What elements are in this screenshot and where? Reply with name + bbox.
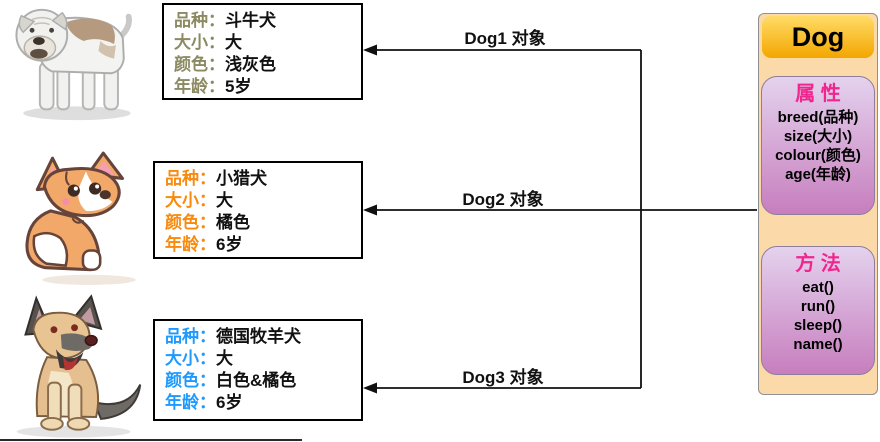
field-row: 颜色：浅灰色 <box>174 54 351 76</box>
dog3-object-box: 品种：德国牧羊犬 大小：大 颜色：白色&橘色 年龄：6岁 <box>153 319 363 421</box>
field-label: 颜色： <box>165 371 216 390</box>
bottom-border-line <box>0 439 302 441</box>
field-label: 颜色： <box>165 213 216 232</box>
bulldog-image <box>15 8 132 121</box>
field-value: 6岁 <box>216 235 243 254</box>
field-value: 6岁 <box>216 393 243 412</box>
attribute-item: breed(品种) <box>777 109 859 126</box>
field-separator: ： <box>208 55 225 74</box>
field-label: 年龄： <box>174 77 225 96</box>
method-item: sleep() <box>793 317 843 334</box>
field-label: 大小： <box>165 349 216 368</box>
field-separator: ： <box>208 77 225 96</box>
attribute-item: colour(颜色) <box>775 147 861 164</box>
field-value: 5岁 <box>225 77 252 96</box>
field-row: 颜色：橘色 <box>165 212 351 234</box>
field-row: 大小：大 <box>174 32 351 54</box>
field-separator: ： <box>199 393 216 412</box>
class-title: Dog <box>762 16 874 58</box>
methods-section: 方 法 eat() run() sleep() name() <box>761 246 875 375</box>
field-row: 年龄：6岁 <box>165 392 351 414</box>
field-separator: ： <box>199 191 216 210</box>
field-row: 品种：小猎犬 <box>165 168 351 190</box>
field-value: 大 <box>225 33 242 52</box>
dog2-arrow-label: Dog2 对象 <box>462 190 544 209</box>
attributes-section-title: 属 性 <box>795 83 841 105</box>
field-row: 大小：大 <box>165 348 351 370</box>
field-row: 年龄：6岁 <box>165 234 351 256</box>
field-value: 大 <box>216 349 233 368</box>
method-item: name() <box>793 336 843 353</box>
field-value: 橘色 <box>216 213 250 232</box>
field-value: 大 <box>216 191 233 210</box>
field-label: 大小： <box>174 33 225 52</box>
attribute-item: age(年龄) <box>785 166 851 183</box>
field-separator: ： <box>208 33 225 52</box>
attribute-item: size(大小) <box>783 128 853 145</box>
field-separator: ： <box>199 349 216 368</box>
field-separator: ： <box>199 235 216 254</box>
field-value: 白色&橘色 <box>216 371 297 390</box>
dog1-arrowhead <box>363 44 377 56</box>
field-row: 大小：大 <box>165 190 351 212</box>
dog1-object-box: 品种：斗牛犬 大小：大 颜色：浅灰色 年龄：5岁 <box>162 3 363 100</box>
method-item: eat() <box>802 279 834 296</box>
field-separator: ： <box>199 371 216 390</box>
method-item: run() <box>800 298 836 315</box>
field-value: 小猎犬 <box>216 169 267 188</box>
dog2-arrowhead <box>363 204 377 216</box>
field-label: 颜色： <box>174 55 225 74</box>
dog1-arrow-label: Dog1 对象 <box>464 29 546 48</box>
field-value: 德国牧羊犬 <box>216 327 301 346</box>
field-label: 大小： <box>165 191 216 210</box>
field-separator: ： <box>208 11 225 30</box>
field-value: 浅灰色 <box>225 55 276 74</box>
field-label: 品种： <box>165 327 216 346</box>
field-separator: ： <box>199 169 216 188</box>
field-label: 品种： <box>165 169 216 188</box>
field-separator: ： <box>199 213 216 232</box>
field-label: 年龄： <box>165 393 216 412</box>
field-value: 斗牛犬 <box>225 11 276 30</box>
field-label: 品种： <box>174 11 225 30</box>
methods-section-title: 方 法 <box>795 253 841 275</box>
attributes-section: 属 性 breed(品种) size(大小) colour(颜色) age(年龄… <box>761 76 875 215</box>
field-row: 品种：德国牧羊犬 <box>165 326 351 348</box>
field-row: 品种：斗牛犬 <box>174 10 351 32</box>
dog2-object-box: 品种：小猎犬 大小：大 颜色：橘色 年龄：6岁 <box>153 161 363 259</box>
dog3-arrow-label: Dog3 对象 <box>462 368 544 387</box>
corgi-image <box>25 151 136 285</box>
field-separator: ： <box>199 327 216 346</box>
dog3-arrowhead <box>363 382 377 394</box>
field-row: 年龄：5岁 <box>174 76 351 98</box>
field-label: 年龄： <box>165 235 216 254</box>
field-row: 颜色：白色&橘色 <box>165 370 351 392</box>
german-shepherd-image <box>16 294 142 438</box>
dog-class-panel: Dog 属 性 breed(品种) size(大小) colour(颜色) ag… <box>758 13 878 395</box>
